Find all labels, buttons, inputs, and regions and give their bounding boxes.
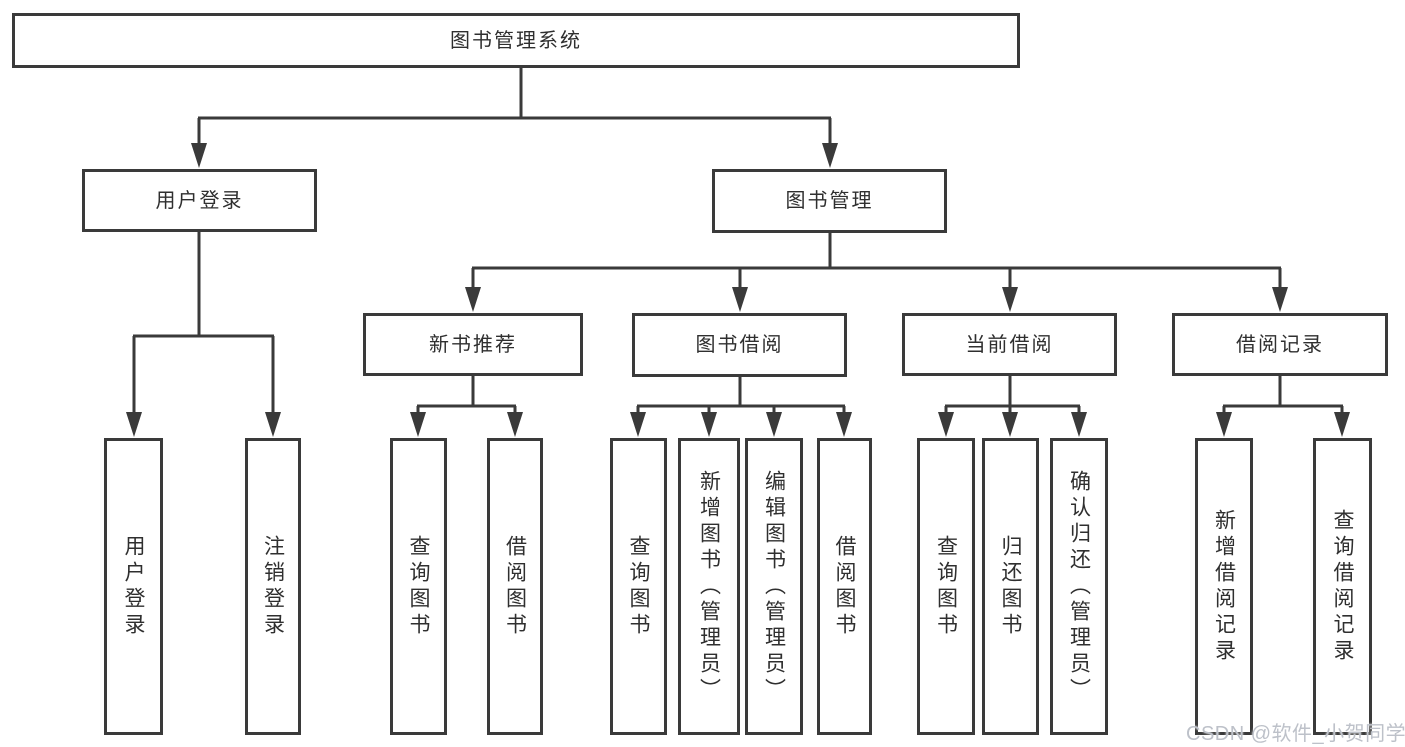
node-user-login: 用户登录 xyxy=(82,169,317,232)
leaf-query-books-current: 查询图书 xyxy=(917,438,975,735)
leaf-user-login: 用户登录 xyxy=(104,438,163,735)
leaf-confirm-return-admin: 确认归还（管理员） xyxy=(1050,438,1108,735)
leaf-add-borrow-record: 新增借阅记录 xyxy=(1195,438,1253,735)
leaf-return-books: 归还图书 xyxy=(982,438,1039,735)
arrowheads xyxy=(126,143,1350,437)
leaf-edit-books-admin: 编辑图书（管理员） xyxy=(745,438,803,735)
node-borrow-records: 借阅记录 xyxy=(1172,313,1388,376)
leaf-logout: 注销登录 xyxy=(245,438,301,735)
node-current-borrow: 当前借阅 xyxy=(902,313,1117,376)
leaf-query-books-borrow: 查询图书 xyxy=(610,438,667,735)
csdn-watermark: CSDN @软件_小贺同学 xyxy=(1186,723,1405,745)
leaf-add-books-admin: 新增图书（管理员） xyxy=(678,438,740,735)
node-book-borrow: 图书借阅 xyxy=(632,313,847,377)
leaf-borrow-books: 借阅图书 xyxy=(817,438,872,735)
node-new-book-recommend: 新书推荐 xyxy=(363,313,583,376)
leaf-borrow-books-recommend: 借阅图书 xyxy=(487,438,543,735)
node-book-management: 图书管理 xyxy=(712,169,947,233)
leaf-query-books-recommend: 查询图书 xyxy=(390,438,447,735)
leaf-query-borrow-record: 查询借阅记录 xyxy=(1313,438,1372,735)
node-root: 图书管理系统 xyxy=(12,13,1020,68)
